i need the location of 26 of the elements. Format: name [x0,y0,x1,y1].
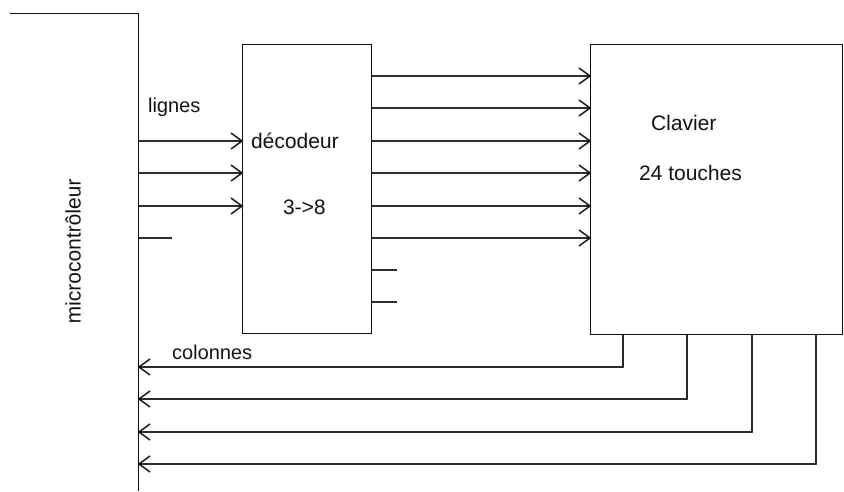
arrow [372,99,591,117]
signal-line [372,301,397,303]
signal-line [372,269,397,271]
signal-line [139,237,172,239]
microcontroller-block [10,13,139,491]
arrow [372,197,591,215]
signal-label: lignes [148,96,200,116]
block-label: 3->8 [283,197,326,218]
arrow [138,335,753,441]
keyboard-box [590,44,843,335]
block-label: Clavier [651,113,716,134]
arrow [372,132,591,150]
signal-label: colonnes [172,343,252,363]
decoder-box [242,44,372,334]
arrow [372,229,591,247]
arrow [372,164,591,182]
arrow [372,67,591,85]
arrow [138,335,688,408]
arrow [139,197,243,215]
block-label: 24 touches [639,163,742,184]
arrow [138,335,817,473]
arrow [139,164,243,182]
block-label: microcontrôleur [64,178,84,324]
block-label: décodeur [251,131,339,152]
arrow [138,335,624,376]
arrow [139,132,243,150]
